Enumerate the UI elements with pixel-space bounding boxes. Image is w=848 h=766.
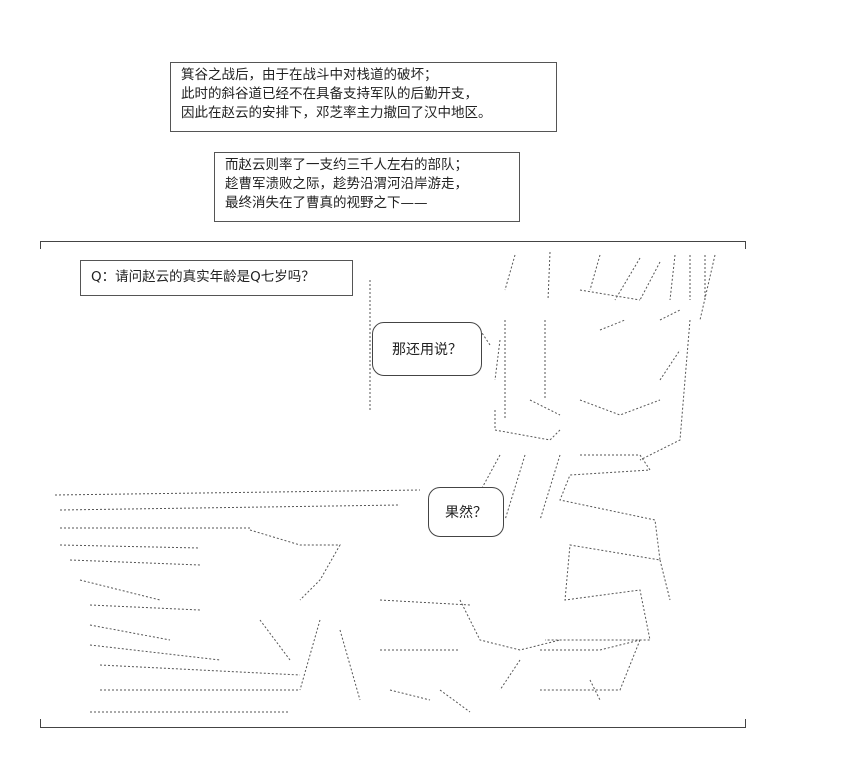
speech-bubble-2: 果然？ xyxy=(428,487,504,537)
narration-line: 箕谷之战后，由于在战斗中对栈道的破坏； xyxy=(181,67,438,83)
panel-corner xyxy=(40,241,41,249)
speech-bubble-text: 那还用说？ xyxy=(392,342,462,358)
narration-line: 而赵云则率了一支约三千人左右的部队； xyxy=(225,157,468,173)
narration-line: 趁曹军溃败之际，趁势沿渭河沿岸游走， xyxy=(225,176,468,192)
narration-box-2: 而赵云则率了一支约三千人左右的部队； 趁曹军溃败之际，趁势沿渭河沿岸游走， 最终… xyxy=(214,152,520,222)
panel-corner xyxy=(745,719,746,727)
panel-bottom-border xyxy=(40,727,746,728)
speech-bubble-1: 那还用说？ xyxy=(372,322,482,376)
panel-corner xyxy=(745,241,746,249)
panel-corner xyxy=(40,719,41,727)
panel-top-border xyxy=(40,241,746,242)
narration-line: 此时的斜谷道已经不在具备支持军队的后勤开支， xyxy=(181,86,478,102)
question-box: Q：请问赵云的真实年龄是Q七岁吗？ xyxy=(80,260,353,296)
narration-line: 最终消失在了曹真的视野之下—— xyxy=(225,195,428,211)
narration-box-1: 箕谷之战后，由于在战斗中对栈道的破坏； 此时的斜谷道已经不在具备支持军队的后勤开… xyxy=(170,62,557,132)
narration-line: 因此在赵云的安排下，邓芝率主力撤回了汉中地区。 xyxy=(181,105,492,121)
question-text: Q：请问赵云的真实年龄是Q七岁吗？ xyxy=(91,269,315,285)
speech-bubble-text: 果然？ xyxy=(445,505,487,521)
